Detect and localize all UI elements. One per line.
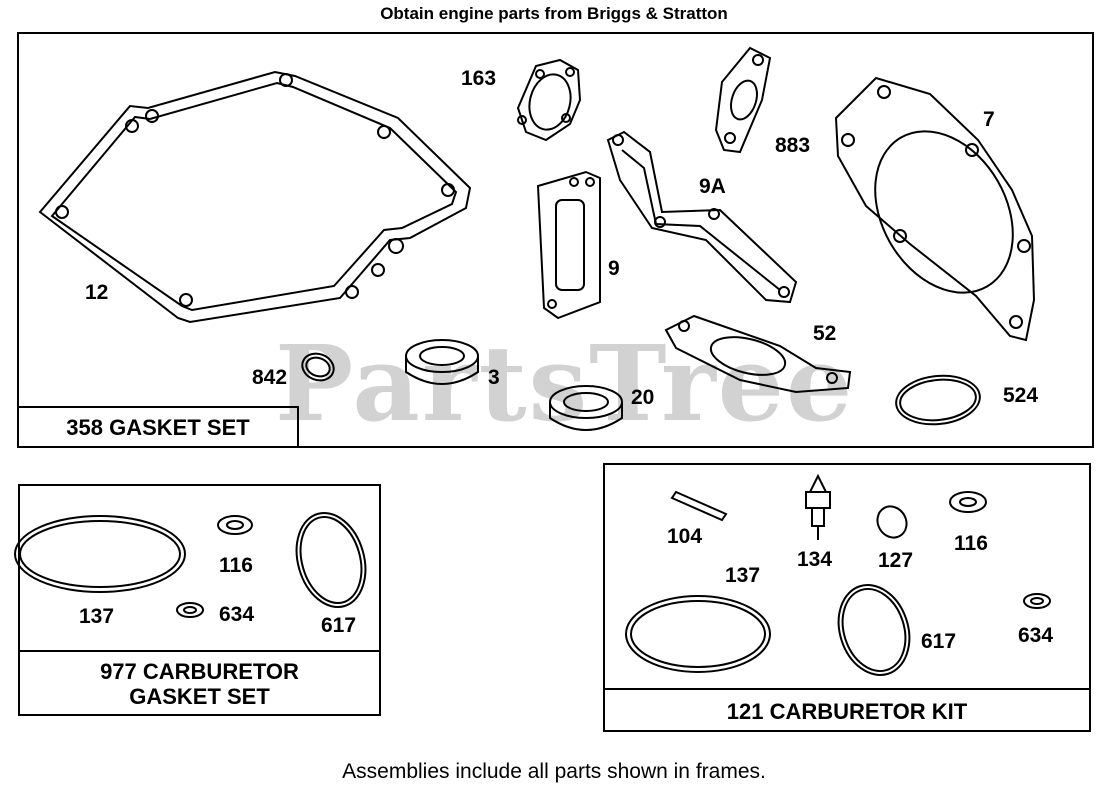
part-116-washer-kit bbox=[949, 491, 987, 513]
callout-104: 104 bbox=[667, 525, 703, 548]
part-7-head-gasket bbox=[834, 76, 1036, 342]
callout-134: 134 bbox=[797, 548, 833, 571]
part-9a-gasket bbox=[606, 130, 798, 304]
part-12-crankcase-gasket bbox=[38, 70, 472, 324]
callout-634-cgs: 634 bbox=[219, 603, 255, 626]
carb-gasket-set-title-line1: 977 CARBURETOR bbox=[100, 659, 299, 684]
callout-617-cgs: 617 bbox=[321, 614, 357, 637]
part-134-needle bbox=[805, 473, 831, 540]
part-163-gasket bbox=[516, 58, 582, 142]
callout-9: 9 bbox=[608, 257, 620, 280]
gasket-set-title-text: 358 GASKET SET bbox=[66, 414, 250, 440]
part-617-ring-kit bbox=[837, 584, 911, 676]
carb-gasket-set-title-line2: GASKET SET bbox=[129, 684, 270, 709]
part-20-oil-seal bbox=[549, 385, 623, 431]
callout-52: 52 bbox=[813, 322, 837, 345]
page-header: Obtain engine parts from Briggs & Stratt… bbox=[380, 4, 728, 23]
callout-116-cgs: 116 bbox=[219, 554, 253, 577]
part-617-ring-cgs bbox=[295, 511, 367, 609]
part-524-ring bbox=[895, 374, 981, 426]
carb-kit-frame bbox=[603, 463, 1091, 732]
callout-9a: 9A bbox=[699, 175, 726, 198]
gasket-set-title-box bbox=[17, 406, 299, 448]
part-116-washer-cgs bbox=[217, 515, 253, 535]
gasket-set-title: 358 GASKET SET bbox=[19, 408, 297, 446]
carb-gasket-set-frame bbox=[18, 484, 381, 716]
callout-3: 3 bbox=[488, 366, 500, 389]
callout-137-cgs: 137 bbox=[79, 605, 115, 628]
part-634-washer-kit bbox=[1023, 593, 1051, 609]
part-634-washer-cgs bbox=[176, 602, 204, 618]
part-127-disc bbox=[876, 505, 908, 539]
part-104-pin bbox=[670, 490, 728, 522]
callout-20: 20 bbox=[631, 386, 655, 409]
part-9-gasket bbox=[536, 170, 601, 320]
callout-617-kit: 617 bbox=[921, 630, 957, 653]
callout-634-kit: 634 bbox=[1018, 624, 1054, 647]
callout-524: 524 bbox=[1003, 384, 1039, 407]
callout-163: 163 bbox=[461, 67, 497, 90]
callout-12: 12 bbox=[85, 281, 109, 304]
part-842-ring bbox=[301, 352, 335, 382]
callout-842: 842 bbox=[252, 366, 288, 389]
part-3-oil-seal bbox=[405, 339, 479, 385]
callout-7: 7 bbox=[983, 108, 995, 131]
carb-gasket-set-title: 977 CARBURETOR GASKET SET bbox=[18, 650, 381, 716]
callout-116-kit: 116 bbox=[954, 532, 988, 555]
part-137-ring-cgs bbox=[14, 515, 186, 593]
callout-137-kit: 137 bbox=[725, 564, 761, 587]
carb-kit-title-text: 121 CARBURETOR KIT bbox=[726, 698, 968, 724]
callout-127: 127 bbox=[878, 549, 914, 572]
part-52-gasket bbox=[664, 314, 852, 394]
page-footer: Assemblies include all parts shown in fr… bbox=[342, 760, 766, 783]
carb-kit-title: 121 CARBURETOR KIT bbox=[603, 688, 1091, 732]
part-137-ring-kit bbox=[625, 595, 771, 673]
gasket-set-frame bbox=[17, 32, 1094, 448]
callout-883: 883 bbox=[775, 134, 811, 157]
part-883-gasket bbox=[714, 46, 772, 154]
